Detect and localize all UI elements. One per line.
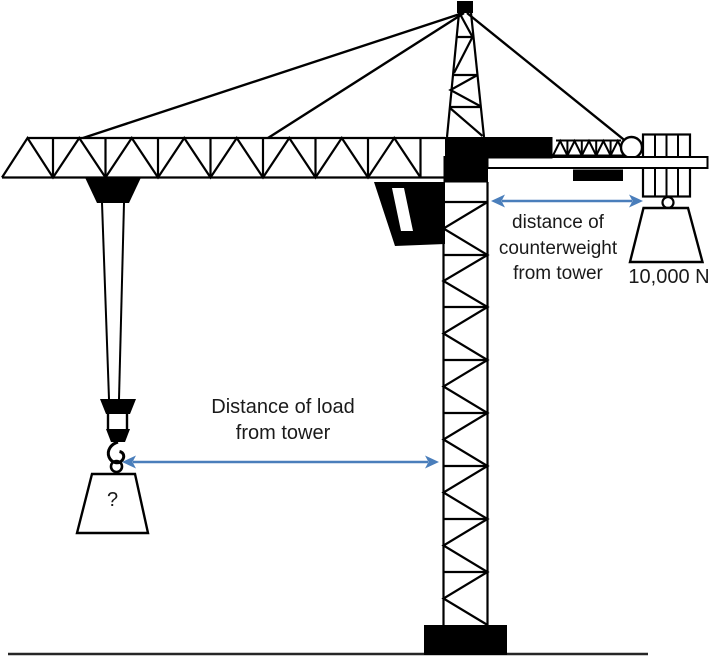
apex-cap <box>457 1 473 13</box>
tie-cables <box>82 11 629 144</box>
hoist-cables <box>101 202 125 400</box>
tower-mast <box>441 182 490 626</box>
load-weight <box>75 472 150 535</box>
tie-cable-far-left <box>82 11 464 140</box>
operator-cab <box>374 182 445 246</box>
load-distance-label: Distance of load from tower <box>183 394 383 446</box>
counter-jib-bar <box>486 156 709 169</box>
counterweight-distance-label-line1: distance of <box>512 212 604 233</box>
hook-icon <box>106 440 126 465</box>
tie-cable-right <box>466 12 629 144</box>
counterweight <box>628 206 705 264</box>
tie-cable-mid-left <box>267 11 465 140</box>
main-jib <box>1 135 445 180</box>
counter-jib-ballast-block <box>573 169 623 181</box>
counterweight-distance-label-line2: counterweight <box>498 237 618 259</box>
apex-tower <box>445 1 486 138</box>
slewing-block <box>445 137 553 159</box>
load-distance-label-line2: from tower <box>235 422 331 444</box>
load-weight-value: ? <box>106 489 119 511</box>
tower-base <box>424 625 507 655</box>
cab-window <box>392 188 413 231</box>
load-distance-arrow <box>122 455 439 469</box>
counterweight-distance-label-line3: from tower <box>513 263 603 284</box>
counter-jib-pulley <box>619 135 644 160</box>
tower-head-block <box>443 156 488 183</box>
trolley <box>85 177 141 203</box>
hook-block <box>100 399 136 474</box>
counterweight-distance-arrow <box>491 194 643 208</box>
counterweight-weight-value: 10,000 N <box>628 266 710 288</box>
counterweight-distance-label: distance of counterweight from tower <box>463 210 653 287</box>
counterweight-ring <box>661 195 675 210</box>
load-distance-label-line1: Distance of load <box>211 396 355 418</box>
counter-jib-truss <box>552 138 626 158</box>
